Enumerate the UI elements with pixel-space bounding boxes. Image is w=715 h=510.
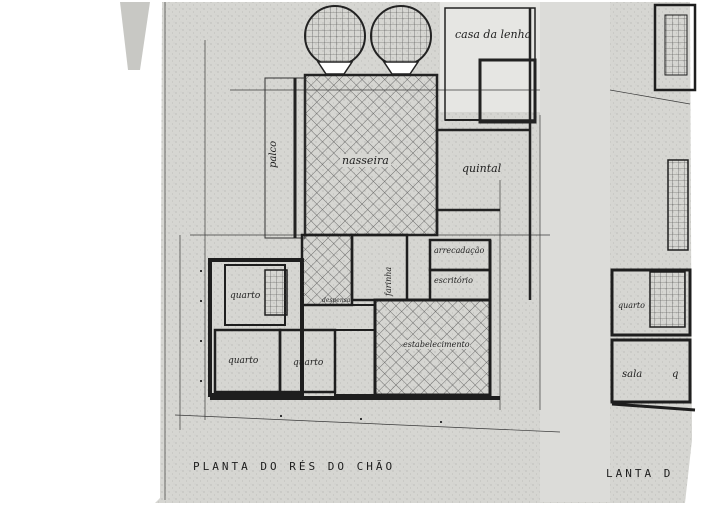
room-label-quarto-right: quarto [618, 301, 645, 310]
dimension-ticks [200, 270, 442, 423]
room-label-farinha: farinha [384, 266, 393, 296]
round-tanks [304, 5, 432, 75]
right-sheet-plan [610, 3, 697, 412]
room-label-quarto-1: quarto [230, 291, 261, 301]
room-label-casa-da-lenha: casa da lenha [455, 28, 532, 41]
room-label-quarto-2: quarto [228, 356, 259, 366]
room-label-nasseira: nasseira [340, 154, 391, 167]
casa-da-lenha-block [444, 7, 537, 124]
room-label-escritorio: escritório [434, 276, 473, 285]
room-label-quintal: quintal [462, 162, 502, 175]
room-label-palco: palco [268, 140, 279, 168]
room-label-despensa: despensa [322, 297, 351, 304]
plan-title: PLANTA DO RÉS DO CHÃO [193, 460, 396, 473]
palco-area [264, 77, 306, 239]
room-label-sala: sala [622, 369, 643, 380]
plan-title-right: LANTA D [606, 467, 674, 480]
room-label-estabelecimento: estabelecimento [403, 340, 470, 349]
room-label-arrecadacao: arrecadação [434, 246, 485, 255]
room-label-quarto-3: quarto [293, 358, 324, 368]
room-label-q: q [672, 369, 679, 380]
quintal-walls [435, 8, 532, 300]
